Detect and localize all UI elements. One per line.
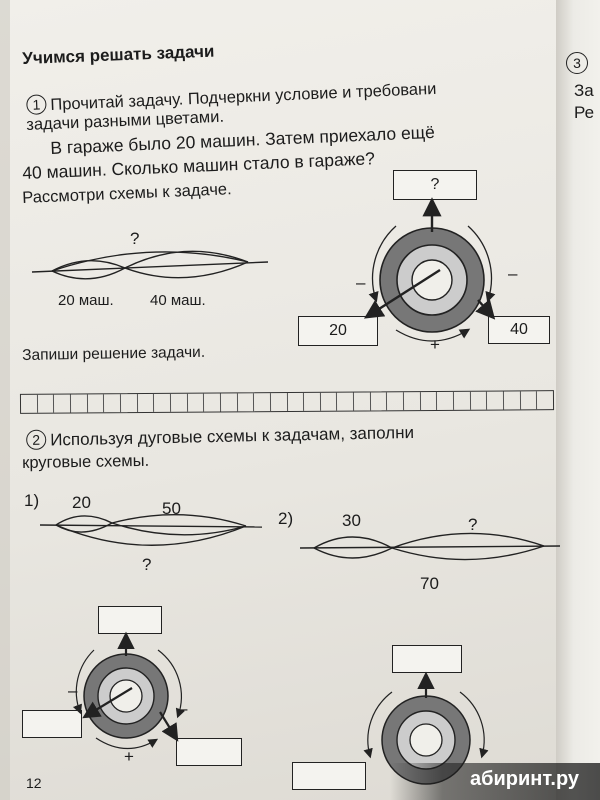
arc-label-right: 40 маш. (150, 292, 206, 309)
task3-line2: Ре (574, 103, 595, 122)
circle-sign-minus-left: – (356, 273, 366, 292)
arc-label-left: 20 маш. (58, 292, 114, 309)
page-number: 12 (26, 775, 42, 791)
sub1-arc-scheme (39, 514, 263, 546)
sub2-marker: 2) (278, 509, 294, 528)
circle-top-box: ? (393, 170, 477, 200)
sub1-sign-minus-left: – (68, 681, 78, 700)
circle-left-box: 20 (298, 316, 378, 346)
sub1-marker: 1) (24, 491, 40, 510)
task1-circle-scheme (363, 197, 496, 342)
sub1-right-box[interactable] (176, 738, 242, 766)
circle-right-value: 40 (510, 321, 528, 338)
circle-right-box: 40 (488, 316, 550, 344)
task1-arc-scheme (31, 250, 269, 280)
sub1-right-value: 50 (162, 499, 181, 518)
circle-left-value: 20 (329, 322, 347, 339)
sub2-arc-scheme (299, 532, 561, 561)
sub2-bottom-value: 70 (420, 574, 439, 593)
sub2-left-box[interactable] (292, 762, 366, 790)
sub2-circle-scheme (363, 671, 489, 785)
task3-number: 3 (566, 52, 588, 74)
sub2-left-value: 30 (342, 511, 361, 530)
sub1-left-box[interactable] (22, 710, 82, 738)
task3-line1: За (574, 81, 594, 100)
watermark-text: абиринт.ру (470, 768, 580, 790)
sub1-left-value: 20 (72, 493, 91, 512)
next-page-edge (556, 0, 600, 800)
watermark-band (390, 763, 600, 800)
arc-question-mark: ? (130, 229, 140, 248)
circle-top-value: ? (430, 176, 440, 193)
sub2-right-value: ? (468, 515, 478, 534)
circle-sign-plus: + (430, 335, 440, 354)
sub1-circle-scheme (72, 631, 185, 750)
sub1-bottom-value: ? (142, 555, 152, 574)
circle-sign-minus-right: – (508, 264, 518, 283)
sub1-sign-plus: + (124, 747, 134, 766)
